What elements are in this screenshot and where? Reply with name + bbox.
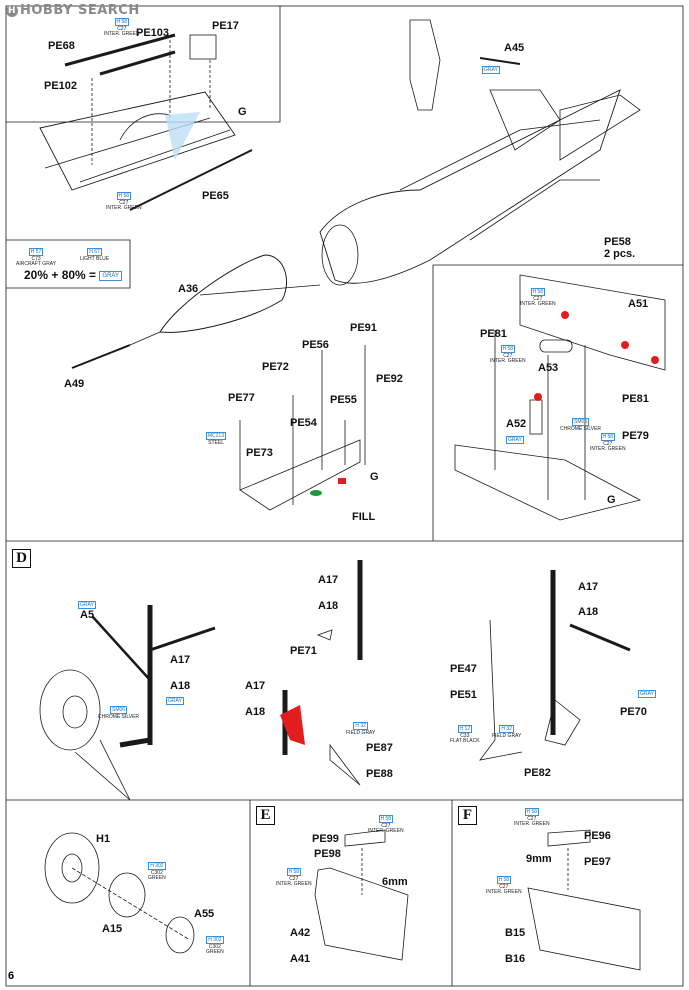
part-pe87: PE87: [366, 742, 393, 754]
part-pe81-a: PE81: [480, 328, 507, 340]
part-fill: FILL: [352, 511, 376, 523]
part-pe98: PE98: [314, 848, 341, 860]
part-g-cockpit: G: [370, 471, 379, 483]
part-pe58-qty: 2 pcs.: [604, 248, 636, 260]
part-a17-mid2: A17: [245, 680, 266, 692]
part-a53: A53: [538, 362, 559, 374]
part-pe73: PE73: [246, 447, 273, 459]
part-a17-mid: A17: [318, 574, 339, 586]
part-a18-mid2: A18: [245, 706, 266, 718]
part-pe92: PE92: [376, 373, 403, 385]
part-g: G: [238, 106, 247, 118]
part-a18-r: A18: [578, 606, 599, 618]
part-pe56: PE56: [302, 339, 329, 351]
part-a42: A42: [290, 927, 311, 939]
paint-gray: GRAY: [78, 601, 96, 609]
part-pe99: PE99: [312, 833, 339, 845]
part-pe65: PE65: [202, 190, 229, 202]
part-pe103: PE103: [136, 27, 170, 39]
part-a55: A55: [194, 908, 215, 920]
part-a51: A51: [628, 298, 649, 310]
paint-gray: GRAY: [506, 436, 524, 444]
part-pe77: PE77: [228, 392, 255, 404]
paint-gray: GRAY: [482, 66, 500, 74]
part-pe51: PE51: [450, 689, 477, 701]
part-pe47: PE47: [450, 663, 477, 675]
page-frame: [5, 5, 684, 987]
part-pe91: PE91: [350, 322, 377, 334]
part-pe97: PE97: [584, 856, 611, 868]
part-pe17: PE17: [212, 20, 239, 32]
part-pe88: PE88: [366, 768, 393, 780]
part-g-inset: G: [607, 494, 616, 506]
part-a15: A15: [102, 923, 123, 935]
section-label-e: E: [256, 806, 275, 825]
part-b15: B15: [505, 927, 526, 939]
part-a18-mid: A18: [318, 600, 339, 612]
part-a36: A36: [178, 283, 199, 295]
part-a17-d: A17: [170, 654, 191, 666]
part-pe72: PE72: [262, 361, 289, 373]
part-pe54: PE54: [290, 417, 317, 429]
dimension-6mm: 6mm: [382, 876, 408, 888]
mix-box: [6, 239, 131, 289]
section-label-f: F: [458, 806, 477, 825]
mix-ratio: 20% + 80% = GRAY: [24, 268, 122, 282]
page-number: 6: [8, 970, 15, 982]
paint-gray: GRAY: [638, 690, 656, 698]
cockpit-inset-box: [432, 264, 683, 541]
part-pe79: PE79: [622, 430, 649, 442]
part-a18-d: A18: [170, 680, 191, 692]
part-a45: A45: [504, 42, 525, 54]
part-pe102: PE102: [44, 80, 78, 92]
part-pe70: PE70: [620, 706, 647, 718]
part-pe71: PE71: [290, 645, 317, 657]
part-pe68: PE68: [48, 40, 75, 52]
part-pe55: PE55: [330, 394, 357, 406]
part-a49: A49: [64, 378, 85, 390]
part-a5: A5: [80, 609, 95, 621]
part-pe81-b: PE81: [622, 393, 649, 405]
part-pe58: PE58: [604, 236, 631, 248]
paint-gray: GRAY: [166, 697, 184, 705]
part-a52: A52: [506, 418, 527, 430]
part-pe96: PE96: [584, 830, 611, 842]
part-a41: A41: [290, 953, 311, 965]
part-h1: H1: [96, 833, 111, 845]
section-label-d: D: [12, 549, 31, 568]
part-pe82: PE82: [524, 767, 551, 779]
part-b16: B16: [505, 953, 526, 965]
dimension-9mm: 9mm: [526, 853, 552, 865]
color-callouts: [165, 112, 659, 745]
part-a17-r: A17: [578, 581, 599, 593]
